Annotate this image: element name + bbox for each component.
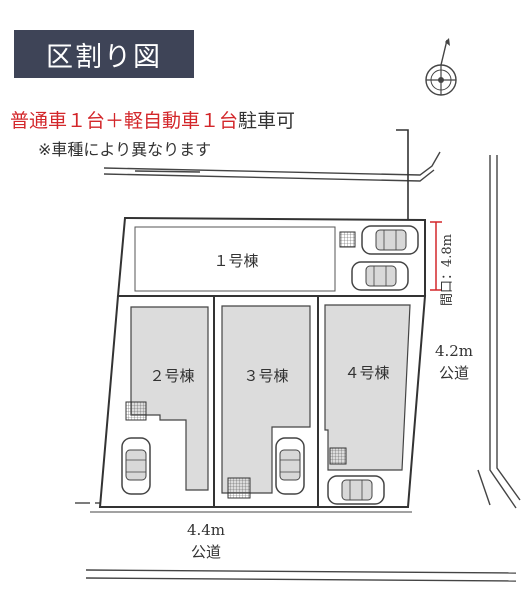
lot-2 xyxy=(98,295,215,508)
road-east-width: 4.2m xyxy=(435,342,473,360)
road-east-name: 公道 xyxy=(439,364,469,382)
road-south-name: 公道 xyxy=(191,543,221,561)
leader-line xyxy=(396,129,409,226)
frontage-label: 間口：4.8m xyxy=(440,234,455,306)
south-road-lines xyxy=(75,502,517,582)
building-4-label: ４号棟 xyxy=(344,364,389,382)
compass-icon xyxy=(425,38,457,96)
parking-note: 普通車１台＋軽自動車１台駐車可 xyxy=(10,106,295,133)
road-south-width: 4.4m xyxy=(187,521,225,539)
parking-note-black: 駐車可 xyxy=(238,110,296,132)
parking-note-red: 普通車１台＋軽自動車１台 xyxy=(10,110,239,132)
frontage-dimension: 間口：4.8m xyxy=(430,221,455,306)
page-title: 区割り図 xyxy=(14,30,194,78)
parking-note-sub: ※車種により異なります xyxy=(38,140,212,159)
north-boundary xyxy=(103,151,441,182)
meter-box-icon xyxy=(125,231,356,499)
page-title-text: 区割り図 xyxy=(46,41,162,73)
building-3-label: ３号棟 xyxy=(243,367,288,385)
east-boundary xyxy=(477,155,521,509)
building-2-label: ２号棟 xyxy=(149,367,194,385)
building-1-label: １号棟 xyxy=(213,252,258,270)
